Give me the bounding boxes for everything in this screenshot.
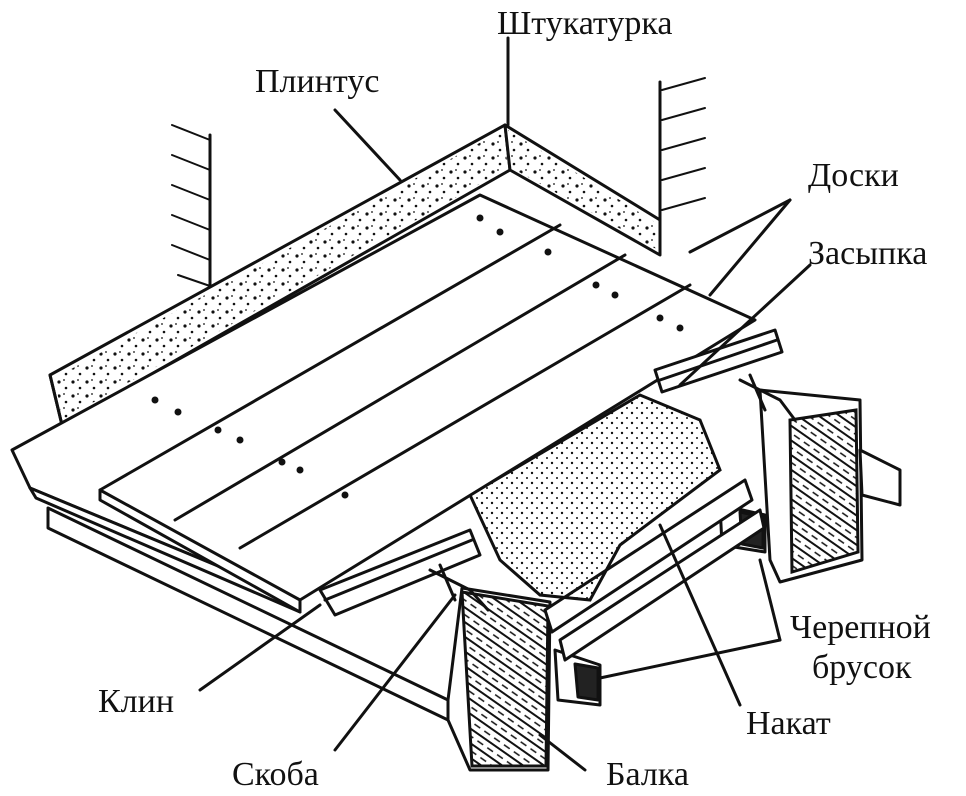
cranial-bar-front [553, 648, 602, 707]
backfill [468, 393, 722, 602]
leader-baseboard [333, 108, 402, 182]
leader-cranial-2 [598, 638, 782, 680]
leader-beam [538, 733, 587, 772]
leader-cranial-1 [758, 558, 782, 642]
staple-front [428, 563, 490, 612]
label-beam: Балка [606, 756, 689, 793]
floor-boards [10, 193, 757, 614]
left-wall-section [171, 124, 212, 292]
wedge-rear [653, 328, 784, 394]
leader-staple [333, 593, 457, 752]
label-roll: Накат [746, 705, 831, 742]
leader-roll [658, 523, 742, 707]
label-cranial-bar-line1: Черепной [790, 609, 931, 646]
nail-dots [151, 214, 684, 499]
leader-wedge [198, 603, 322, 692]
label-cranial-bar-line2: брусок [812, 649, 912, 686]
label-wedge: Клин [98, 683, 174, 720]
label-backfill: Засыпка [808, 235, 927, 272]
leader-backfill [678, 263, 812, 387]
leader-lines [198, 36, 812, 772]
leader-boards-1 [688, 198, 792, 254]
roll-planks [543, 478, 766, 662]
rear-beam [758, 388, 902, 584]
leader-boards-2 [708, 198, 792, 297]
staple-rear [738, 373, 797, 422]
baseboard [48, 123, 662, 427]
label-staple: Скоба [232, 756, 319, 793]
label-boards: Доски [808, 157, 899, 194]
label-baseboard: Плинтус [255, 63, 379, 100]
front-beam [46, 506, 552, 772]
labels: Штукатурка Плинтус Доски Засыпка Черепно… [98, 5, 931, 793]
right-wall-section [658, 77, 706, 252]
wedge-front [318, 528, 482, 617]
label-plaster: Штукатурка [497, 5, 672, 42]
